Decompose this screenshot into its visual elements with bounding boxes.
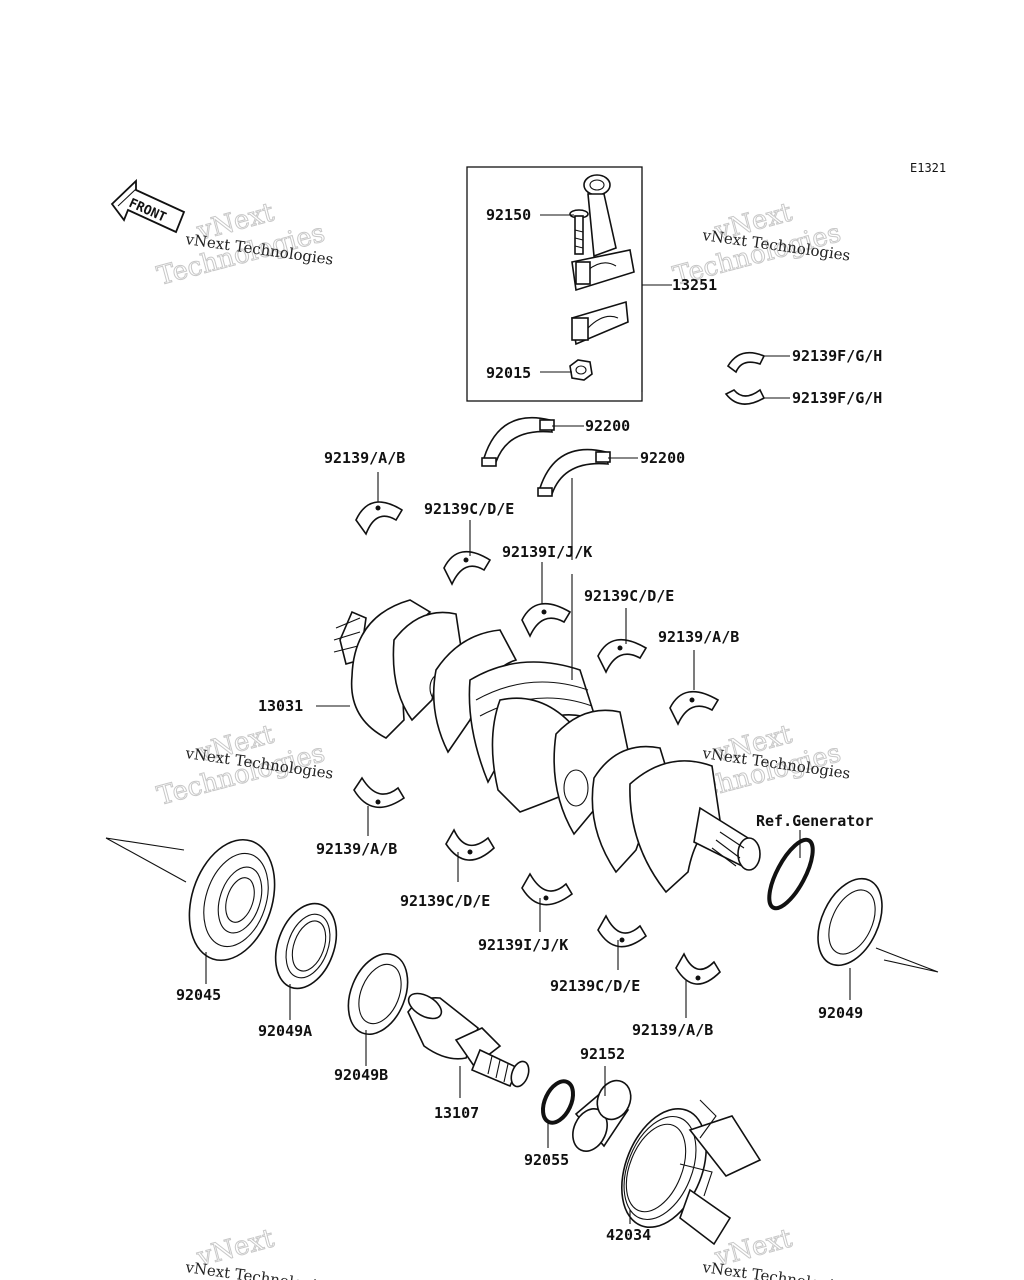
label-92139cde-4: 92139C/D/E [550, 977, 640, 995]
label-92055: 92055 [524, 1151, 569, 1169]
label-92200-2: 92200 [640, 449, 685, 467]
label-92139ab-3: 92139/A/B [316, 840, 397, 858]
label-92139cde-1: 92139C/D/E [424, 500, 514, 518]
o-ring [540, 1079, 576, 1125]
main-bearing-shell-upper-5 [669, 690, 720, 726]
main-bearing-shell-lower-3 [521, 872, 574, 906]
label-92015: 92015 [486, 364, 531, 382]
main-bearing-shell-lower-1 [353, 776, 406, 809]
label-92139ijk-1: 92139I/J/K [502, 543, 592, 561]
oil-seal-position-lines [875, 947, 939, 973]
svg-text:vNext Technologies: vNext Technologies [183, 1258, 334, 1280]
watermark-bottom-right: vNext vNext Technologies [700, 1223, 851, 1280]
ball-bearing [188, 838, 276, 962]
front-arrow-icon: FRONT [110, 178, 186, 234]
coupling [621, 1099, 762, 1246]
bearing-shell-fgh-2 [724, 388, 766, 405]
main-bearing-shell-lower-2 [445, 828, 496, 861]
main-bearing-shell-upper-3 [521, 602, 572, 638]
label-92139ab-1: 92139/A/B [324, 449, 405, 467]
watermark-bottom-left: vNext vNext Technologies [183, 1223, 334, 1280]
bearing-shell-fgh-1 [726, 351, 766, 374]
rod-bolt [569, 209, 589, 255]
label-92152: 92152 [580, 1045, 625, 1063]
label-92049: 92049 [818, 1004, 863, 1022]
output-shaft [407, 992, 530, 1088]
generator-ring [767, 837, 815, 911]
main-bearing-shell-upper-1 [355, 501, 404, 536]
main-bearing-shell-upper-2 [443, 550, 492, 586]
collar [572, 1079, 632, 1152]
label-92139cde-3: 92139C/D/E [400, 892, 490, 910]
thrust-washer-1 [481, 416, 555, 467]
main-bearing-shell-upper-4 [597, 638, 648, 674]
thrust-washer-2 [537, 448, 611, 497]
oil-seal-b [347, 952, 409, 1036]
crankshaft [333, 599, 761, 894]
label-92139fgh-1: 92139F/G/H [792, 347, 882, 365]
label-92139fgh-2: 92139F/G/H [792, 389, 882, 407]
svg-text:vNext Technologies: vNext Technologies [700, 1258, 851, 1280]
label-13107: 13107 [434, 1104, 479, 1122]
label-ref-generator: Ref.Generator [756, 812, 873, 830]
label-92049a: 92049A [258, 1022, 312, 1040]
watermark-mid-left: vNext Technologies vNext Technologies [154, 719, 335, 812]
label-92200-1: 92200 [585, 417, 630, 435]
main-bearing-shell-lower-5 [675, 952, 722, 985]
diagram-code: E1321 [910, 161, 946, 175]
label-92150: 92150 [486, 206, 531, 224]
label-42034: 42034 [606, 1226, 651, 1244]
label-92049b: 92049B [334, 1066, 388, 1084]
oil-seal [817, 877, 883, 967]
label-92139ab-2: 92139/A/B [658, 628, 739, 646]
oil-seal-a [274, 902, 338, 990]
connecting-rod [571, 174, 635, 292]
label-13031: 13031 [258, 697, 303, 715]
label-92139ab-4: 92139/A/B [632, 1021, 713, 1039]
rod-cap [571, 300, 629, 346]
leader-lines [205, 180, 851, 1224]
label-92045: 92045 [176, 986, 221, 1004]
label-92139cde-2: 92139C/D/E [584, 587, 674, 605]
label-92139ijk-2: 92139I/J/K [478, 936, 568, 954]
rod-nut [569, 359, 593, 381]
ball-bearing-position-lines [105, 837, 187, 883]
main-bearing-shell-lower-4 [597, 914, 648, 948]
label-13251: 13251 [672, 276, 717, 294]
